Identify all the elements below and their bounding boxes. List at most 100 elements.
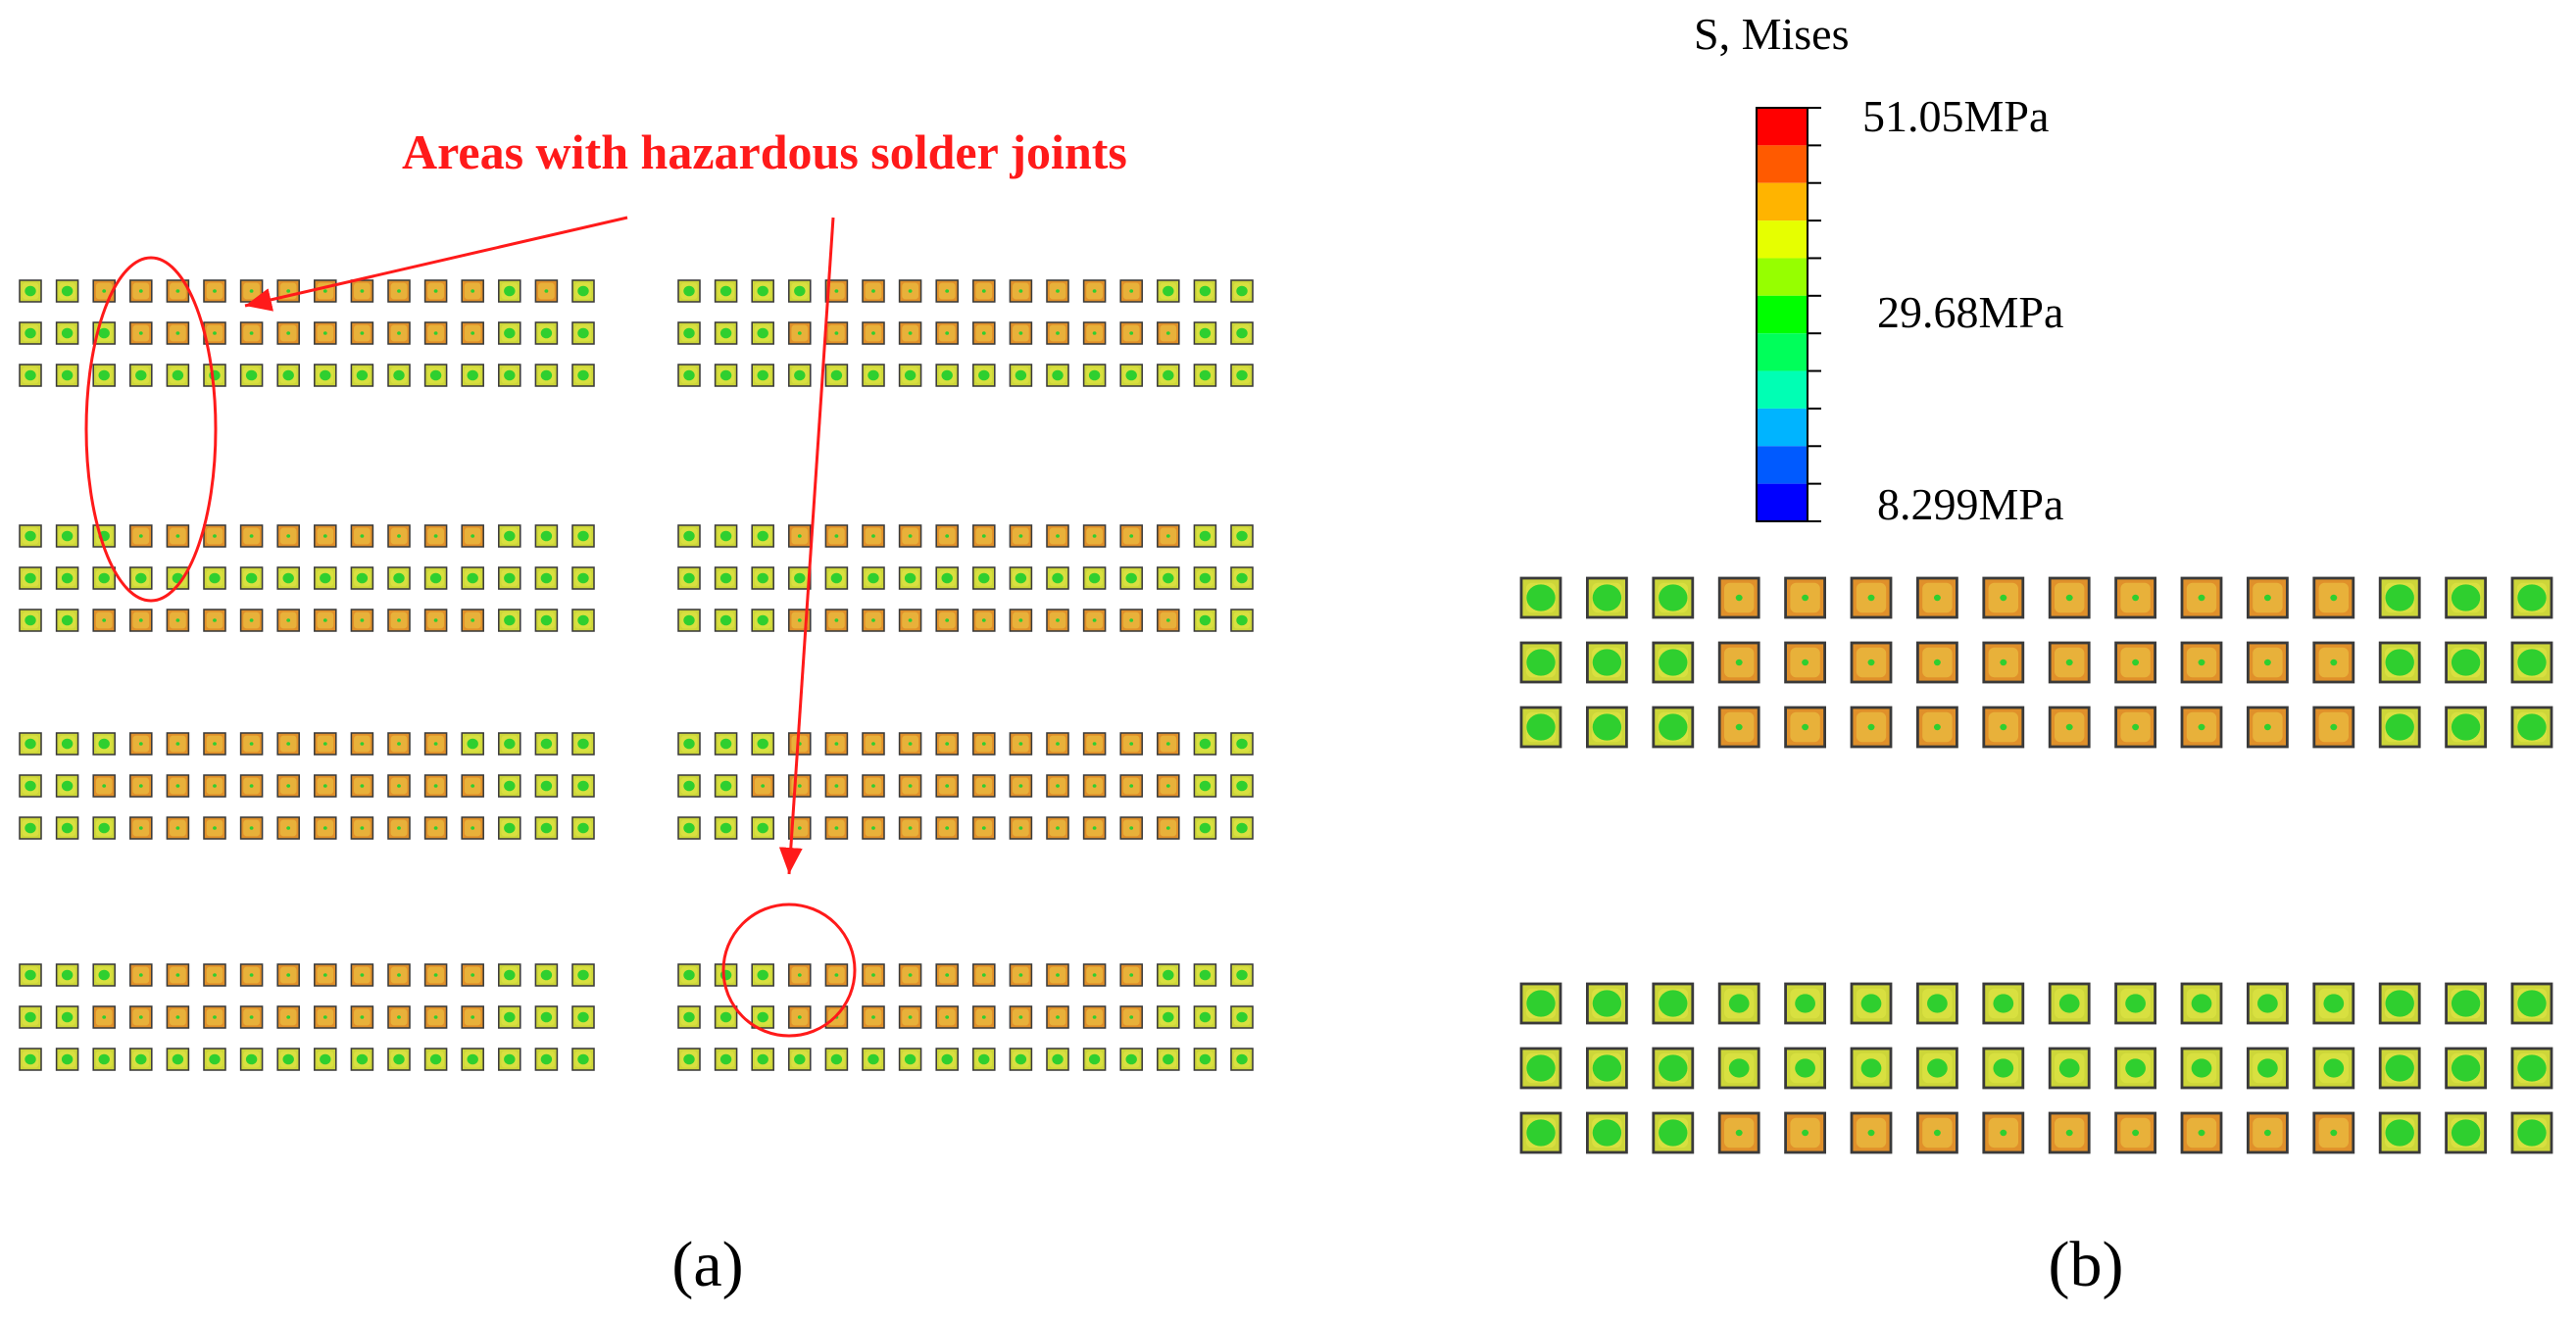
pad-stress-core: [2517, 649, 2547, 676]
pad-stress-core: [540, 1053, 553, 1065]
solder-joint: [1916, 641, 1958, 684]
pad-stress-core: [1056, 618, 1060, 622]
pad-stress-core: [360, 973, 365, 977]
pad-stress-core: [433, 534, 438, 538]
pad-stress-core: [2451, 990, 2481, 1017]
solder-joint: [1157, 279, 1180, 303]
pad-stress-core: [1199, 530, 1212, 542]
solder-joint: [276, 732, 300, 756]
solder-joint: [276, 1005, 300, 1029]
pad-stress-core: [1659, 649, 1688, 676]
pad-stress-core: [1199, 1053, 1212, 1065]
pad-stress-core: [61, 1053, 74, 1065]
solder-joint: [423, 963, 448, 987]
solder-joint: [55, 321, 79, 345]
solder-joint: [1230, 566, 1254, 590]
solder-joint: [898, 609, 922, 632]
pad-stress-core: [138, 618, 143, 622]
solder-joint: [1652, 641, 1695, 684]
pad-stress-core: [1088, 572, 1101, 584]
pad-stress-core: [360, 742, 365, 746]
solder-joint: [1009, 609, 1033, 632]
pad-stress-core: [908, 331, 913, 335]
solder-joint: [571, 774, 595, 798]
solder-joint: [2510, 706, 2553, 749]
pad-stress-core: [322, 826, 327, 830]
solder-joint: [2445, 641, 2488, 684]
pad-stress-core: [2132, 594, 2140, 602]
pad-stress-core: [945, 742, 950, 746]
solder-joint: [2048, 641, 2091, 684]
solder-joint: [677, 321, 701, 345]
pad-stress-core: [2191, 994, 2212, 1013]
pad-stress-core: [1092, 331, 1097, 335]
pad-stress-core: [577, 327, 589, 339]
pad-stress-core: [249, 331, 254, 335]
solder-joint: [1230, 279, 1254, 303]
solder-joint: [461, 364, 484, 387]
pad-stress-core: [981, 784, 986, 788]
solder-joint: [1009, 774, 1033, 798]
solder-joint: [1982, 982, 2025, 1025]
solder-joint: [129, 321, 153, 345]
solder-joint: [1982, 706, 2025, 749]
solder-joint: [276, 816, 300, 840]
solder-joint: [862, 566, 885, 590]
solder-joint: [1119, 524, 1143, 548]
pad-stress-core: [2385, 584, 2414, 611]
solder-joint: [571, 1048, 595, 1071]
solder-joint: [2246, 982, 2289, 1025]
solder-joint: [824, 732, 849, 756]
solder-joint: [788, 732, 812, 756]
legend-segment: [1757, 295, 1808, 334]
pad-stress-core: [504, 1053, 516, 1065]
solder-joint: [239, 963, 264, 987]
pad-stress-core: [904, 1053, 916, 1065]
solder-joint: [1193, 279, 1217, 303]
pad-stress-core: [683, 780, 695, 792]
pad-stress-core: [25, 1011, 36, 1023]
pad-stress-core: [504, 327, 516, 339]
solder-joint: [714, 1005, 738, 1029]
pad-stress-core: [1860, 1058, 1882, 1078]
solder-joint: [498, 1048, 521, 1071]
solder-joint: [935, 279, 959, 303]
pad-stress-core: [360, 534, 365, 538]
pad-stress-core: [393, 572, 405, 584]
pad-stress-core: [834, 534, 839, 538]
pad-stress-core: [61, 369, 74, 381]
solder-joint: [350, 963, 374, 987]
solder-joint: [92, 1005, 116, 1029]
stress-legend: S, Mises 51.05MPa 29.68MPa 8.299MPa: [1694, 9, 2063, 529]
solder-joint: [2114, 706, 2157, 749]
pad-stress-core: [1165, 618, 1170, 622]
legend-segment: [1757, 145, 1808, 183]
legend-max-label: 51.05MPa: [1862, 91, 2049, 141]
solder-joint: [2048, 706, 2091, 749]
pad-stress-core: [945, 289, 950, 293]
pad-stress-core: [102, 289, 107, 293]
hazard-highlight-circle: [721, 903, 857, 1038]
solder-joint: [571, 321, 595, 345]
solder-joint: [129, 364, 153, 387]
pad-stress-core: [1129, 289, 1134, 293]
pad-stress-core: [871, 618, 875, 622]
pad-stress-core: [213, 973, 217, 977]
solder-joint: [314, 963, 337, 987]
solder-joint: [1652, 1047, 1695, 1090]
pad-stress-core: [2198, 594, 2205, 602]
solder-joint: [203, 732, 226, 756]
solder-joint: [55, 364, 79, 387]
solder-joint: [1193, 774, 1217, 798]
pad-stress-core: [797, 973, 802, 977]
solder-joint: [276, 963, 300, 987]
pad-stress-core: [1927, 994, 1948, 1013]
pad-stress-core: [1018, 331, 1023, 335]
pad-stress-core: [577, 822, 589, 834]
pad-stress-core: [429, 572, 442, 584]
solder-joint: [203, 1005, 226, 1029]
pad-stress-core: [867, 572, 879, 584]
pad-stress-core: [941, 369, 953, 381]
solder-joint: [862, 609, 885, 632]
solder-joint: [423, 732, 448, 756]
